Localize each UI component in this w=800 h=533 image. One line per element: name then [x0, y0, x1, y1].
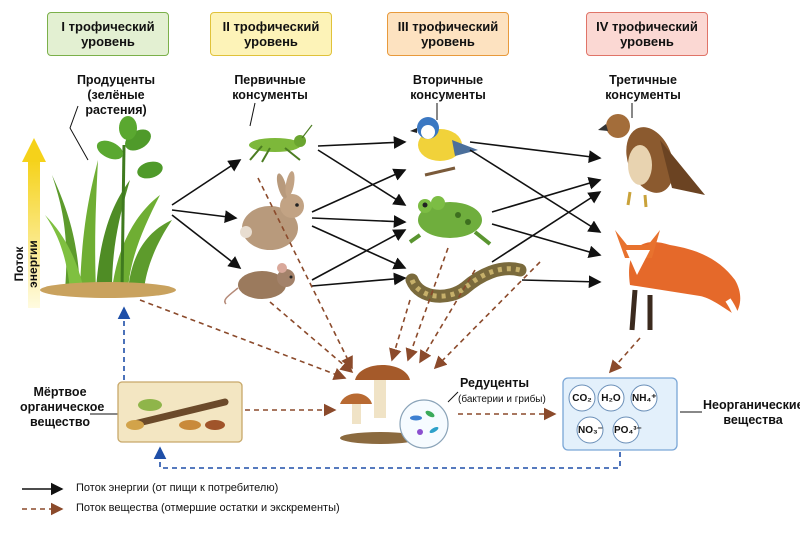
molecule-po4: PO₄³⁻: [614, 425, 642, 436]
mouse-icon: [224, 263, 295, 305]
leaf-litter-icon: [117, 381, 243, 443]
rabbit-icon: [240, 171, 304, 250]
legend-matter-text: Поток вещества (отмершие остатки и экскр…: [76, 502, 340, 514]
inorganic-label: Неорганические вещества: [703, 398, 800, 427]
bird-icon: [410, 117, 478, 177]
decomposers-sublabel: (бактерии и грибы): [458, 394, 546, 405]
primary-consumers-label: Первичные консументы: [232, 73, 308, 102]
return-arrows: [117, 306, 621, 469]
trophic-level-4-subtitle: уровень: [620, 34, 674, 49]
molecule-nh4: NH₄⁺: [632, 393, 657, 404]
trophic-level-1-subtitle: уровень: [81, 34, 135, 49]
bacteria-icon: [399, 399, 449, 449]
trophic-level-2: II трофический уровень: [210, 12, 332, 56]
trophic-level-1: I трофический уровень: [47, 12, 169, 56]
trophic-level-4: IV трофический уровень: [586, 12, 708, 56]
energy-axis-arrow: [22, 138, 46, 308]
snake-icon: [405, 262, 527, 303]
secondary-consumers-label: Вторичные консументы: [410, 73, 486, 102]
decomposers-label: Редуценты: [460, 376, 530, 390]
grass-icon: [40, 116, 176, 298]
molecule-circles: [568, 384, 658, 444]
tertiary-consumers-label: Третичные консументы: [605, 73, 681, 102]
trophic-level-2-title: II трофический: [222, 19, 320, 34]
legend-energy: Поток энергии (от пищи к потребителю): [76, 482, 278, 494]
trophic-level-3: III трофический уровень: [387, 12, 509, 56]
trophic-level-2-subtitle: уровень: [244, 34, 298, 49]
trophic-level-3-title: III трофический: [397, 19, 499, 34]
matter-arrows: [139, 177, 641, 421]
hawk-icon: [598, 114, 705, 208]
energy-axis-label: Поток энергии: [12, 240, 40, 288]
mushroom-icon: [340, 365, 420, 444]
grasshopper-icon: [249, 124, 313, 163]
frog-icon: [408, 196, 492, 246]
molecule-co2: CO₂: [572, 393, 592, 404]
molecule-h2o: H₂O: [601, 393, 621, 404]
energy-arrows: [171, 136, 602, 289]
trophic-level-4-title: IV трофический: [596, 19, 698, 34]
legend-energy-text: Поток энергии (от пищи к потребителю): [76, 482, 279, 494]
legend-matter: Поток вещества (отмершие остатки и экскр…: [76, 502, 340, 514]
producers-label: Продуценты (зелёные растения): [76, 73, 156, 117]
molecule-no3: NO₃⁻: [578, 425, 603, 436]
leader-lines: [69, 102, 702, 415]
fox-icon: [615, 230, 741, 331]
dead-matter-label: Мёртвое органическое вещество: [20, 385, 105, 429]
trophic-level-3-subtitle: уровень: [421, 34, 475, 49]
trophic-level-1-title: I трофический: [61, 19, 155, 34]
